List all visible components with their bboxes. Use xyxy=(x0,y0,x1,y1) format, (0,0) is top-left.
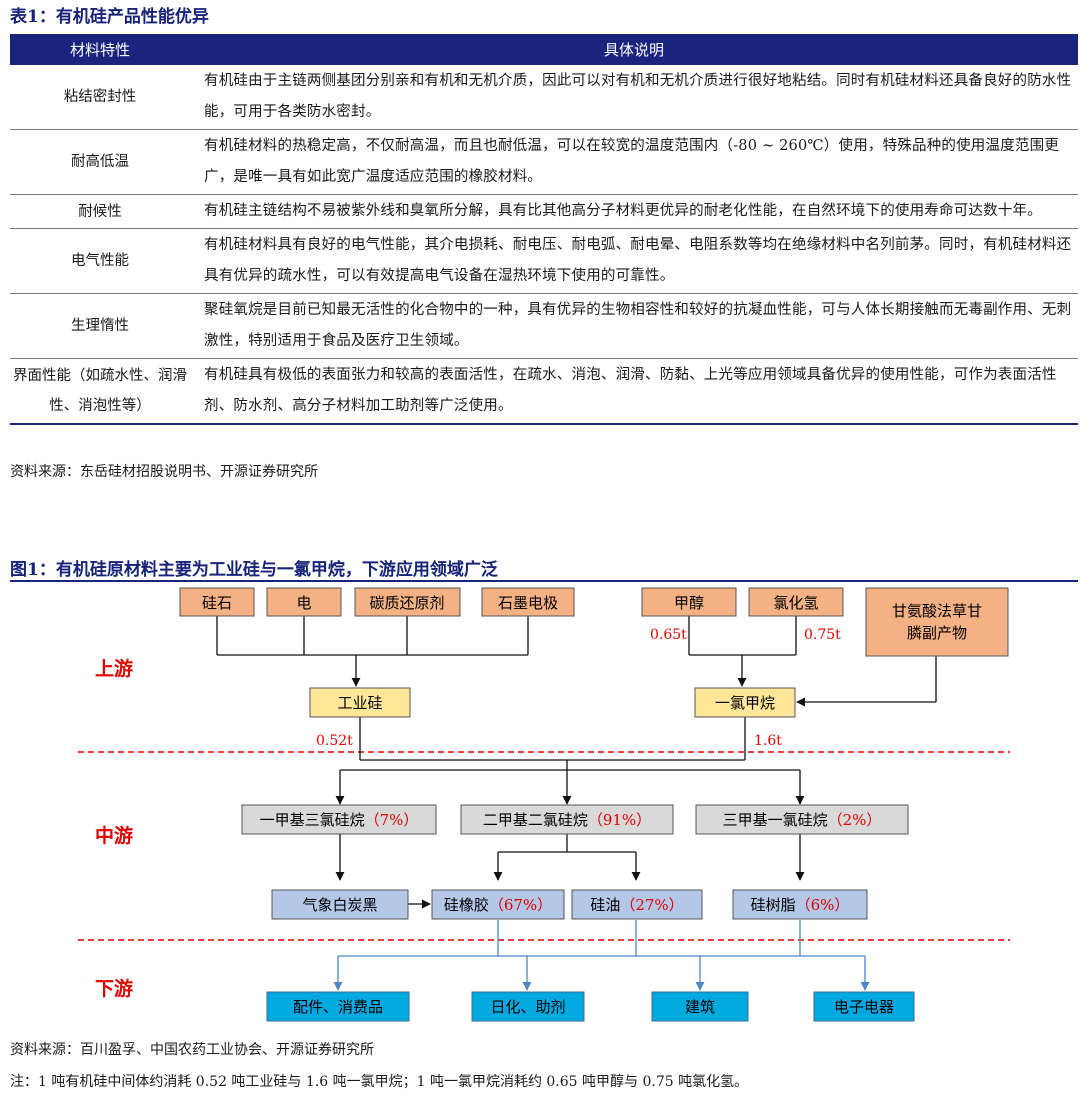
table-source: 资料来源：东岳硅材招股说明书、开源证券研究所 xyxy=(10,464,318,480)
table-title: 表1：有机硅产品性能优异 xyxy=(10,7,209,27)
table-row: 界面性能（如疏水性、润滑性、消泡性等） 有机硅具有极低的表面张力和较高的表面活性… xyxy=(10,358,1078,425)
methyl-chloride-box xyxy=(694,687,796,718)
product-name: 硅橡胶 xyxy=(444,896,489,914)
methyl-chloride-label: 一氯甲烷 xyxy=(715,694,775,712)
raw-box-label: 硅石 xyxy=(202,594,232,612)
table-row: 粘结密封性 有机硅由于主链两侧基团分别亲和有机和无机介质，因此可以对有机和无机介… xyxy=(10,65,1078,130)
feature-cell: 电气性能 xyxy=(10,228,190,294)
raw-box-label: 氯化氢 xyxy=(773,594,818,612)
monomer-name: 三甲基一氯硅烷 xyxy=(723,811,828,829)
svg-text:硅油（27%）: 硅油（27%） xyxy=(590,896,683,914)
monomer-pct: （91%） xyxy=(588,811,651,829)
feature-cell: 界面性能（如疏水性、润滑性、消泡性等） xyxy=(10,358,190,425)
stage-upstream: 上游 xyxy=(95,657,133,680)
desc-cell: 有机硅材料的热稳定高，不仅耐高温，而且也耐低温，可以在较宽的温度范围内（-80 … xyxy=(190,129,1078,195)
application-boxes: 配件、消费品 日化、助剂 建筑 电子电器 xyxy=(266,991,915,1022)
feature-cell: 耐高低温 xyxy=(10,129,190,195)
monomer-pct: （7%） xyxy=(365,811,419,829)
monomer-name: 二甲基二氯硅烷 xyxy=(483,811,588,829)
product-name: 硅油 xyxy=(590,896,620,914)
figure-title-rule xyxy=(10,580,1078,582)
stage-midstream: 中游 xyxy=(95,824,133,847)
qty-methyl-chloride: 1.6t xyxy=(754,733,782,749)
raw-materials-si: 硅石 电 碳质还原剂 石墨电极 xyxy=(179,587,575,617)
table-row: 耐高低温 有机硅材料的热稳定高，不仅耐高温，而且也耐低温，可以在较宽的温度范围内… xyxy=(10,129,1078,195)
table-row: 生理惰性 聚硅氧烷是目前已知最无活性的化合物中的一种，具有优异的生物相容性和较好… xyxy=(10,293,1078,359)
byproduct-box: 甘氨酸法草甘 膦副产物 xyxy=(865,587,1009,657)
product-boxes: 气象白炭黑 硅橡胶（67%） 硅油（27%） 硅树脂（6%） xyxy=(271,889,868,920)
product-pct: （6%） xyxy=(796,896,850,914)
properties-table: 材料特性 具体说明 粘结密封性 有机硅由于主链两侧基团分别亲和有机和无机介质，因… xyxy=(10,34,1078,425)
svg-text:三甲基一氯硅烷（2%）: 三甲基一氯硅烷（2%） xyxy=(723,811,882,829)
upstream-connectors xyxy=(216,616,937,909)
qty-methanol: 0.65t xyxy=(650,627,687,643)
figure-source: 资料来源：百川盈孚、中国农药工业协会、开源证券研究所 xyxy=(10,1042,374,1058)
product-name: 硅树脂 xyxy=(751,896,796,914)
svg-text:二甲基二氯硅烷（91%）: 二甲基二氯硅烷（91%） xyxy=(483,811,651,829)
table-row: 耐候性 有机硅主链结构不易被紫外线和臭氧所分解，具有比其他高分子材料更优异的耐老… xyxy=(10,194,1078,229)
product-pct: （67%） xyxy=(489,896,552,914)
feature-cell: 耐候性 xyxy=(10,194,190,229)
industrial-si-label: 工业硅 xyxy=(337,694,382,712)
desc-cell: 有机硅材料具有良好的电气性能，其介电损耗、耐电压、耐电弧、耐电晕、电阻系数等均在… xyxy=(190,228,1078,294)
raw-box-label: 石墨电极 xyxy=(498,594,558,612)
app-label: 日化、助剂 xyxy=(490,998,565,1016)
desc-cell: 有机硅由于主链两侧基团分别亲和有机和无机介质，因此可以对有机和无机介质进行很好地… xyxy=(190,65,1078,130)
raw-box-label: 甲醇 xyxy=(674,594,704,612)
desc-cell: 有机硅主链结构不易被紫外线和臭氧所分解，具有比其他高分子材料更优异的耐老化性能，… xyxy=(190,194,1078,229)
figure-title: 图1：有机硅原材料主要为工业硅与一氯甲烷，下游应用领域广泛 xyxy=(10,560,498,580)
app-label: 配件、消费品 xyxy=(293,998,383,1016)
raw-materials-mcl: 甲醇 氯化氢 xyxy=(641,587,844,617)
monomer-boxes: 一甲基三氯硅烷（7%） 二甲基二氯硅烷（91%） 三甲基一氯硅烷（2%） xyxy=(241,804,909,835)
raw-box-label: 电 xyxy=(296,594,311,612)
monomer-name: 一甲基三氯硅烷 xyxy=(260,811,365,829)
desc-cell: 聚硅氧烷是目前已知最无活性的化合物中的一种，具有优异的生物相容性和较好的抗凝血性… xyxy=(190,293,1078,359)
product-pct: （27%） xyxy=(620,896,683,914)
svg-text:一甲基三氯硅烷（7%）: 一甲基三氯硅烷（7%） xyxy=(260,811,419,829)
table-header-row: 材料特性 具体说明 xyxy=(10,34,1078,65)
supply-chain-diagram: 上游 中游 下游 xyxy=(78,587,1010,1022)
stage-downstream: 下游 xyxy=(95,977,133,1000)
qty-industrial-si: 0.52t xyxy=(316,733,353,749)
industrial-si-box xyxy=(309,687,411,718)
svg-text:硅树脂（6%）: 硅树脂（6%） xyxy=(751,896,850,914)
figure-note: 注：1 吨有机硅中间体约消耗 0.52 吨工业硅与 1.6 吨一氯甲烷；1 吨一… xyxy=(10,1074,749,1090)
feature-cell: 粘结密封性 xyxy=(10,65,190,130)
app-label: 电子电器 xyxy=(834,998,894,1016)
svg-text:硅橡胶（67%）: 硅橡胶（67%） xyxy=(444,896,552,914)
header-desc: 具体说明 xyxy=(190,34,1078,65)
byproduct-line: 膦副产物 xyxy=(907,624,967,642)
table-row: 电气性能 有机硅材料具有良好的电气性能，其介电损耗、耐电压、耐电弧、耐电晕、电阻… xyxy=(10,228,1078,294)
monomer-pct: （2%） xyxy=(828,811,882,829)
raw-box-label: 碳质还原剂 xyxy=(369,594,444,612)
byproduct-line: 甘氨酸法草甘 xyxy=(892,602,982,620)
desc-cell: 有机硅具有极低的表面张力和较高的表面活性，在疏水、消泡、润滑、防黏、上光等应用领… xyxy=(190,358,1078,425)
fumed-silica-label: 气象白炭黑 xyxy=(302,896,377,914)
feature-cell: 生理惰性 xyxy=(10,293,190,359)
downstream-connectors xyxy=(333,920,870,991)
qty-hcl: 0.75t xyxy=(804,627,841,643)
header-feature: 材料特性 xyxy=(10,34,190,65)
app-label: 建筑 xyxy=(685,998,715,1016)
